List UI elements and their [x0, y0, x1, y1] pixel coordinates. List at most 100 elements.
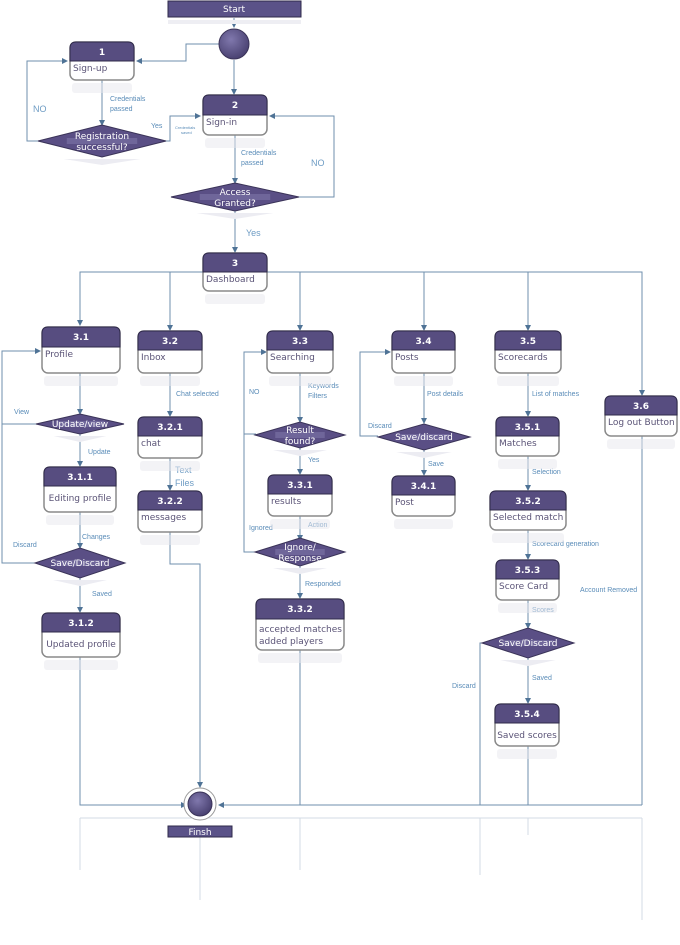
edge-label: Discard — [452, 683, 476, 690]
decision-reflection — [273, 450, 327, 456]
node-reflection — [140, 535, 200, 545]
decision-label: Save/Discard — [51, 559, 110, 569]
edge-label: Discard — [13, 542, 37, 549]
start-bar — [167, 0, 302, 18]
edge-label: Update — [88, 449, 111, 456]
node-id: 3.3.1 — [287, 481, 313, 491]
edge-messages-line — [169, 532, 201, 785]
node-name: messages — [141, 513, 186, 523]
node-name: added players — [259, 637, 323, 647]
node-n332: 3.3.2 accepted matches added players — [255, 598, 345, 663]
edge-label: Save — [428, 461, 444, 468]
decision-reflection — [53, 436, 107, 442]
node-reflection — [44, 660, 118, 670]
node-header — [604, 395, 678, 416]
node-header — [495, 559, 560, 580]
decision-save-discard-score: Save/Discard — [480, 627, 576, 666]
node-name: accepted matches — [259, 625, 342, 635]
edge-discard-post — [359, 349, 391, 437]
node-id: 3.5.1 — [515, 423, 541, 433]
node-reflection — [498, 603, 557, 613]
finish-terminal: Finsh — [167, 787, 233, 838]
edge-label: Filters — [308, 393, 328, 400]
decision-reflection — [53, 580, 107, 586]
decision-band — [55, 421, 105, 427]
edge-label: saved — [181, 130, 192, 135]
edge-dash-profile — [77, 271, 203, 326]
node-name: Post — [395, 498, 414, 508]
node-reflection — [140, 376, 200, 386]
node-header — [495, 416, 560, 437]
node-header — [41, 326, 121, 348]
node-id: 3.3.2 — [287, 605, 313, 615]
node-header — [489, 490, 567, 511]
initial-node — [218, 28, 250, 60]
edge-dash-logout — [267, 271, 645, 396]
decision-reflection — [396, 452, 452, 458]
node-header — [494, 330, 562, 351]
node-reflection — [270, 519, 330, 529]
edge-label: List of matches — [532, 391, 580, 398]
decision-label: Save/discard — [395, 433, 453, 443]
decision-band — [275, 432, 325, 438]
decision-band — [275, 549, 325, 555]
node-name: Matches — [499, 439, 537, 449]
node-header — [69, 41, 135, 62]
edge-registration-yes — [166, 113, 201, 142]
node-reflection — [498, 459, 557, 469]
decision-nodes: Registrationsuccessful?AccessGranted?Upd… — [33, 124, 576, 666]
edge-label: NO — [33, 104, 47, 114]
node-id: 3.6 — [633, 402, 649, 412]
node-reflection — [394, 519, 453, 529]
node-id: 1 — [99, 48, 105, 58]
node-name: Score Card — [499, 582, 548, 592]
node-name: Scorecards — [498, 353, 548, 363]
decision-label: Save/Discard — [499, 639, 558, 649]
decision-label: Result — [286, 426, 314, 436]
node-id: 3 — [232, 259, 238, 269]
node-name: Editing profile — [49, 494, 112, 504]
edge-discard-profile — [1, 424, 36, 564]
node-id: 3.2.1 — [157, 423, 183, 433]
edge-label: Post details — [427, 391, 464, 398]
node-id: 3.1.2 — [68, 619, 94, 629]
start-terminal: Start — [167, 0, 302, 60]
node-reflection — [44, 376, 118, 386]
node-reflection — [205, 138, 265, 148]
node-name: Sign-up — [73, 64, 108, 74]
node-id: 3.5.3 — [515, 566, 541, 576]
edge-label: Saved — [92, 591, 112, 598]
decision-label: Ignore/ — [284, 543, 317, 553]
edge-label: Ignored — [249, 525, 273, 532]
decision-reflection — [273, 568, 327, 574]
node-reflection — [205, 294, 265, 304]
edge-label: Keywords — [308, 383, 339, 390]
finish-bar — [167, 825, 233, 838]
node-header — [266, 330, 334, 351]
edge-discard-score — [479, 642, 482, 805]
start-reflection — [168, 20, 301, 24]
decision-band — [66, 138, 138, 144]
decision-ignore-response: Ignore/Response — [253, 537, 347, 574]
node-header — [137, 490, 203, 511]
edge-label: Selection — [532, 469, 561, 476]
edge-label: NO — [311, 158, 325, 168]
node-id: 3.1 — [73, 333, 89, 343]
edge-label: Saved — [532, 675, 552, 682]
